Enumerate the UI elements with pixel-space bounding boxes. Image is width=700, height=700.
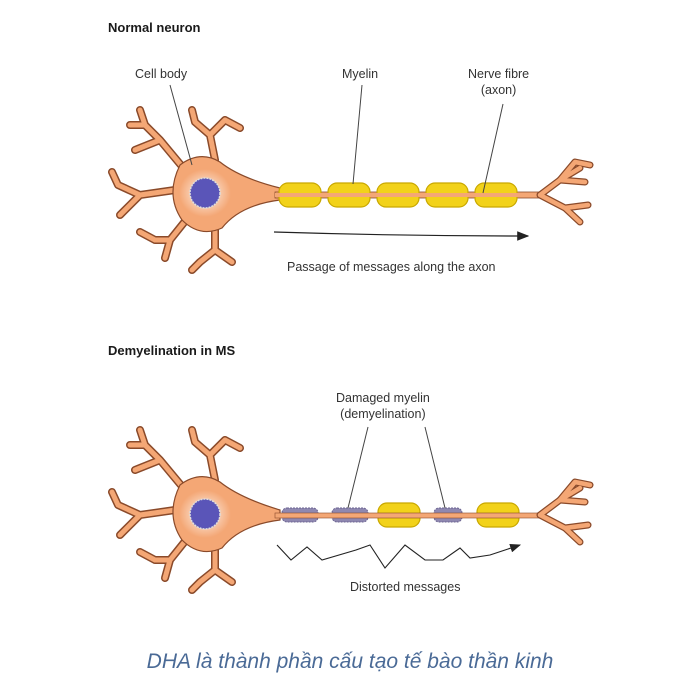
normal-neuron bbox=[108, 84, 594, 274]
passage-label: Passage of messages along the axon bbox=[287, 260, 496, 274]
myelin-leader-line bbox=[352, 84, 363, 185]
normal-axon-terminal-fill bbox=[537, 159, 593, 225]
distorted-messages-arrow-icon bbox=[276, 543, 522, 569]
myelin-label: Myelin bbox=[342, 67, 379, 81]
damaged-leader-line-1 bbox=[347, 426, 369, 509]
cell-body-label: Cell body bbox=[135, 67, 188, 81]
figure-caption: DHA là thành phần cấu tạo tế bào thần ki… bbox=[146, 650, 554, 673]
normal-nucleus-icon bbox=[189, 177, 221, 209]
nerve-fibre-label-line1: Nerve fibre bbox=[468, 67, 530, 81]
nerve-fibre-leader-line bbox=[482, 103, 504, 194]
normal-neuron-title: Normal neuron bbox=[108, 20, 201, 35]
nerve-fibre-label-line2: (axon) bbox=[480, 83, 517, 97]
ms-axon bbox=[274, 512, 546, 519]
damaged-leader-line-2 bbox=[424, 426, 446, 509]
ms-nucleus-icon bbox=[189, 498, 221, 530]
normal-dendrites-fill bbox=[109, 107, 243, 273]
ms-dendrites-fill bbox=[109, 427, 243, 593]
damaged-myelin-label: Damaged myelin (demyelination) bbox=[336, 390, 430, 422]
cell-body-leader-line bbox=[169, 84, 193, 166]
distorted-messages-label: Distorted messages bbox=[350, 580, 461, 594]
passage-arrow-icon bbox=[273, 231, 530, 241]
ms-axon-terminal-fill bbox=[537, 479, 593, 545]
ms-title: Demyelination in MS bbox=[108, 343, 236, 358]
ms-neuron bbox=[108, 426, 594, 594]
damaged-myelin-label-line2: (demyelination) bbox=[340, 407, 426, 421]
nerve-fibre-label: Nerve fibre (axon) bbox=[468, 66, 529, 98]
normal-axon-core bbox=[275, 193, 545, 197]
damaged-myelin-label-line1: Damaged myelin bbox=[336, 391, 430, 405]
